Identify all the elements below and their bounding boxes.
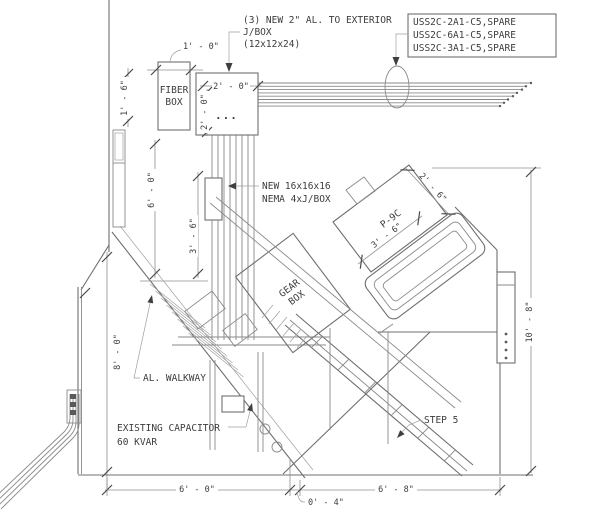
walkway-label: AL. WALKWAY <box>143 373 206 384</box>
capacitor-label-line1: EXISTING CAPACITOR <box>117 423 220 434</box>
dim-jbox-width: 2' - 0" <box>213 82 249 92</box>
dim-fiber-height: 1' - 6" <box>120 80 130 116</box>
capacitor-area <box>209 352 283 453</box>
dim-bottom-right: 6' - 8" <box>378 485 414 495</box>
callout-exterior-line2: J/BOX <box>243 27 272 38</box>
label-step5: STEP 5 <box>397 415 458 438</box>
nema-jbox <box>204 177 223 221</box>
nema-callout-line2: NEMA 4xJ/BOX <box>262 194 331 205</box>
label-walkway: AL. WALKWAY <box>133 295 206 384</box>
dim-bottom-jog: 0' - 4" <box>308 498 344 508</box>
dim-right-height: 10' - 8" <box>525 302 535 343</box>
callout-nema: NEW 16x16x16 NEMA 4xJ/BOX <box>228 181 331 205</box>
handrails <box>209 196 462 409</box>
junction-box: ... <box>195 72 259 136</box>
dim-fiber-width: 1' - 0" <box>183 42 219 52</box>
spare-circuit-schedule: USS2C-2A1-C5,SPARE USS2C-6A1-C5,SPARE US… <box>384 13 557 109</box>
step5-label: STEP 5 <box>424 415 458 426</box>
dim-p9c-w-text: 2' - 6" <box>417 171 449 204</box>
dim-fiber: 1' - 0" 1' - 6" <box>118 42 219 127</box>
dim-bottom: 6' - 0" 6' - 8" 0' - 4" <box>101 458 506 508</box>
dim-jbox-height: 2' - 0" <box>200 94 210 130</box>
fiber-box: FIBER BOX <box>157 61 191 131</box>
label-capacitor: EXISTING CAPACITOR 60 KVAR <box>117 403 253 448</box>
jbox-dots: ... <box>215 109 238 122</box>
dim-conduit-height: 3' - 6" <box>189 218 199 254</box>
callout-exterior-line1: (3) NEW 2" AL. TO EXTERIOR <box>243 15 392 26</box>
dim-left-upper: 6' - 0" <box>147 172 157 208</box>
fiber-box-label2: BOX <box>165 97 182 108</box>
dim-bottom-left: 6' - 0" <box>179 485 215 495</box>
stairs <box>261 304 474 477</box>
machine-right-body <box>282 206 516 475</box>
spare-circuit-2: USS2C-6A1-C5,SPARE <box>413 30 516 41</box>
capacitor-label-line2: 60 KVAR <box>117 437 157 448</box>
dim-left-height: 8' - 0" <box>113 334 123 370</box>
dim-jbox: 2' - 0" 2' - 0" <box>197 80 264 138</box>
callout-exterior-line3: (12x12x24) <box>243 39 300 50</box>
dim-three-six: 3' - 6" <box>187 170 204 280</box>
fiber-box-label: FIBER <box>160 85 189 96</box>
spare-circuit-1: USS2C-2A1-C5,SPARE <box>413 17 516 28</box>
dim-six-zero: 6' - 0" <box>140 138 208 282</box>
walkway-structure <box>111 225 330 479</box>
gear-box: GEAR BOX <box>234 232 352 354</box>
dim-right: 10' - 8" <box>432 166 541 477</box>
nema-callout-line1: NEW 16x16x16 <box>262 181 331 192</box>
spare-circuit-3: USS2C-3A1-C5,SPARE <box>413 43 516 54</box>
exterior-conduit-bundle <box>0 389 82 510</box>
walls <box>77 0 533 476</box>
conduit-runs <box>211 81 533 340</box>
callout-exterior-jbox: (3) NEW 2" AL. TO EXTERIOR J/BOX (12x12x… <box>225 15 392 72</box>
dim-left: 8' - 0" <box>79 251 123 490</box>
louver-unit <box>364 212 486 320</box>
